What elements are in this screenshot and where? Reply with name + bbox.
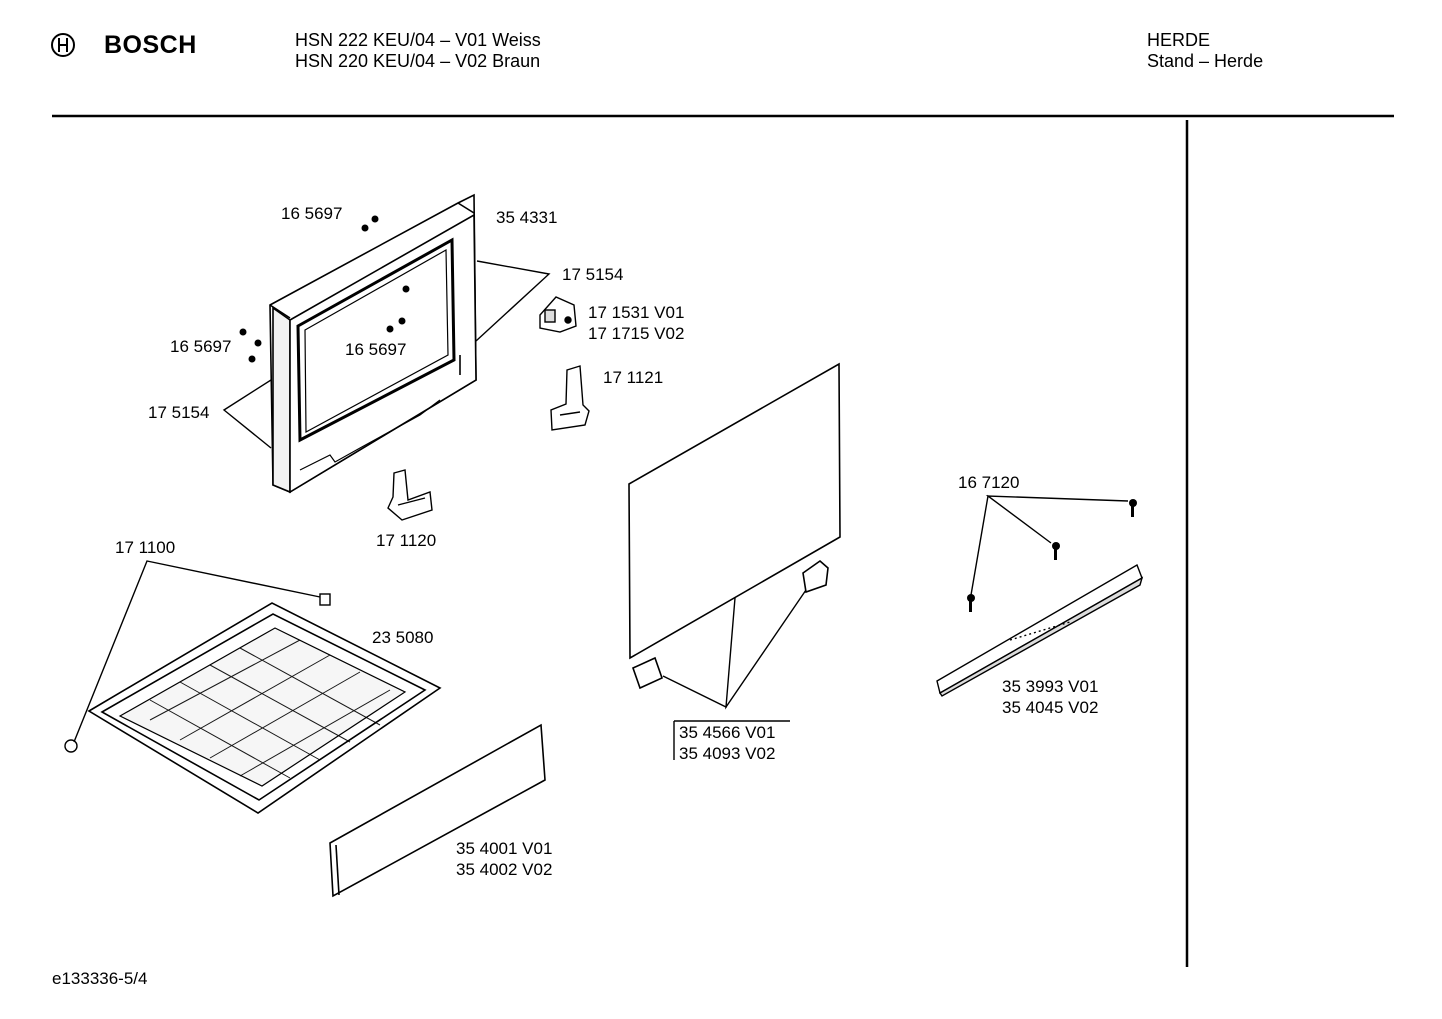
category-line-2: Stand – Herde [1147,51,1264,71]
drawing-id: e133336-5/4 [52,969,148,988]
label-tray-clip: 17 1100 [115,538,176,557]
bracket-left-part [387,469,433,521]
label-front-panel-v02: 35 4002 V02 [456,860,553,879]
label-handle-v01: 35 3993 V01 [1002,677,1099,696]
label-handle-screws: 16 7120 [958,473,1020,492]
label-glass-v01: 35 4566 V01 [679,723,776,742]
hinge-part [539,296,577,333]
leader-clip-right [475,260,551,342]
label-screws-left: 16 5697 [170,337,232,356]
model-line-2: HSN 220 KEU/04 – V02 Braun [295,51,541,71]
leader-tray-clip [73,560,321,743]
tray-clip-icons [64,593,331,753]
label-hinge-v01: 17 1531 V01 [588,303,685,322]
bracket-right-part [550,365,590,431]
brand-name: BOSCH [104,31,197,59]
label-bracket-left: 17 1120 [376,531,437,550]
door-frame-part [269,193,477,494]
leader-handle-screws [970,494,1129,596]
handle-part [936,563,1144,697]
label-clip-right: 17 5154 [562,265,624,284]
front-panel-part [329,723,546,898]
bosch-logo-icon [51,33,75,57]
label-handle-v02: 35 4045 V02 [1002,698,1099,717]
bosch-logo: BOSCH [50,31,200,60]
label-bracket-right: 17 1121 [603,368,664,387]
label-screws-top: 16 5697 [281,204,343,223]
label-clip-left: 17 5154 [148,403,210,422]
handle-screw-icons [967,499,1137,612]
leader-clip-left [222,379,272,449]
label-frame: 35 4331 [496,208,558,227]
category-line-1: HERDE [1147,30,1211,50]
label-hinge-v02: 17 1715 V02 [588,324,685,343]
glass-panel-part [628,362,841,690]
tray-part [87,602,442,814]
label-glass-v02: 35 4093 V02 [679,744,776,763]
label-tray: 23 5080 [372,628,434,647]
label-screws-center: 16 5697 [345,340,407,359]
tray-grid [149,639,391,779]
screw-icons [239,215,410,363]
label-front-panel-v01: 35 4001 V01 [456,839,553,858]
model-line-1: HSN 222 KEU/04 – V01 Weiss [295,30,541,50]
leader-glass [662,589,807,710]
